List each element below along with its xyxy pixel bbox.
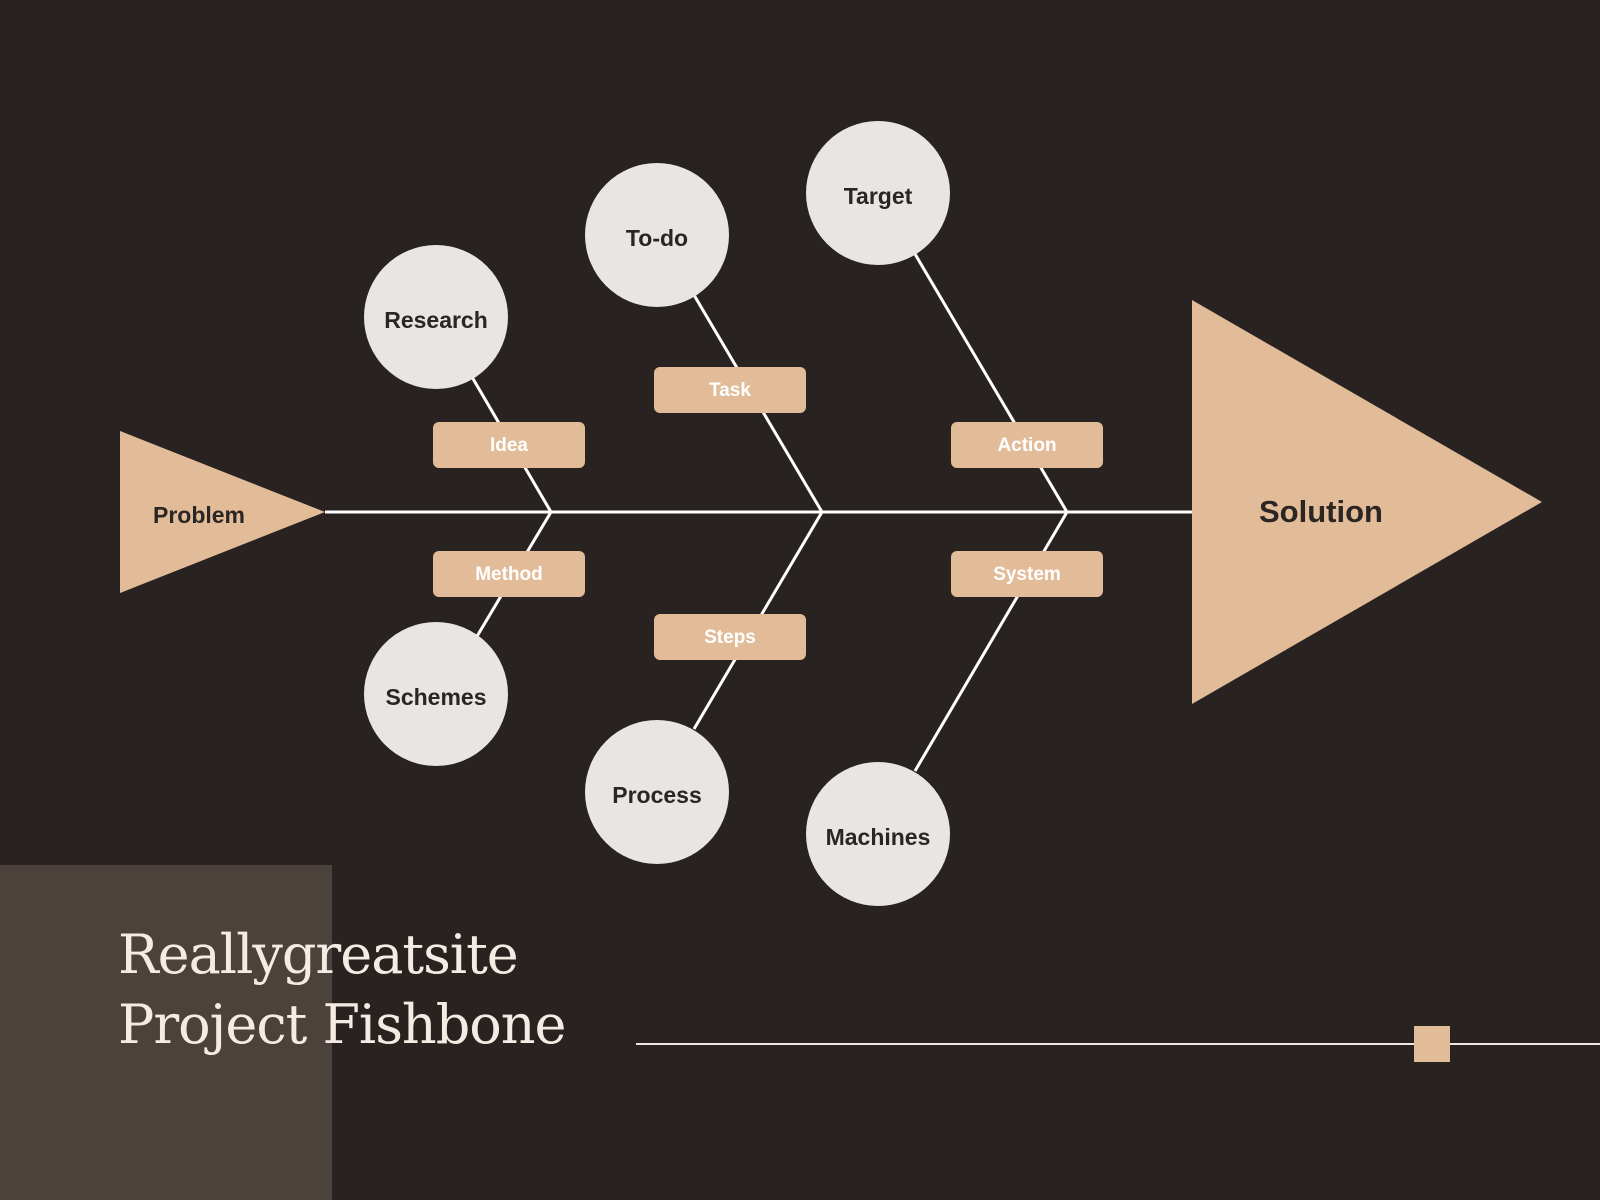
category-box-idea: Idea: [433, 422, 585, 468]
cause-label-schemes: Schemes: [385, 684, 486, 710]
category-label-task: Task: [709, 380, 751, 401]
cause-circle-research: Research: [364, 245, 508, 389]
category-box-steps: Steps: [654, 614, 806, 660]
category-box-action: Action: [951, 422, 1103, 468]
category-box-system: System: [951, 551, 1103, 597]
cause-circle-schemes: Schemes: [364, 622, 508, 766]
bone-system: [913, 511, 1069, 772]
footer-marker: [1414, 1026, 1450, 1062]
cause-label-target: Target: [844, 183, 913, 209]
category-label-method: Method: [475, 564, 543, 585]
category-label-idea: Idea: [490, 435, 528, 456]
cause-circle-target: Target: [806, 121, 950, 265]
cause-label-machines: Machines: [826, 824, 931, 850]
cause-label-process: Process: [612, 782, 702, 808]
cause-label-research: Research: [384, 307, 488, 333]
category-label-action: Action: [997, 435, 1056, 456]
page-title: Project Fishbone: [118, 993, 567, 1056]
solution-triangle: [1192, 300, 1542, 704]
title-block: Reallygreatsite Project Fishbone: [118, 920, 567, 1060]
bone-action: [913, 253, 1069, 513]
problem-triangle: [120, 431, 325, 593]
category-box-task: Task: [654, 367, 806, 413]
category-box-method: Method: [433, 551, 585, 597]
cause-circle-todo: To-do: [585, 163, 729, 307]
side-panel: [0, 865, 332, 1200]
solution-label: Solution: [1259, 494, 1383, 529]
brand-name: Reallygreatsite: [118, 923, 519, 986]
footer-divider: [636, 1043, 1600, 1045]
cause-label-todo: To-do: [626, 225, 688, 251]
category-label-steps: Steps: [704, 627, 756, 648]
cause-circle-process: Process: [585, 720, 729, 864]
problem-label: Problem: [153, 502, 245, 528]
cause-circle-machines: Machines: [806, 762, 950, 906]
category-label-system: System: [993, 564, 1061, 585]
